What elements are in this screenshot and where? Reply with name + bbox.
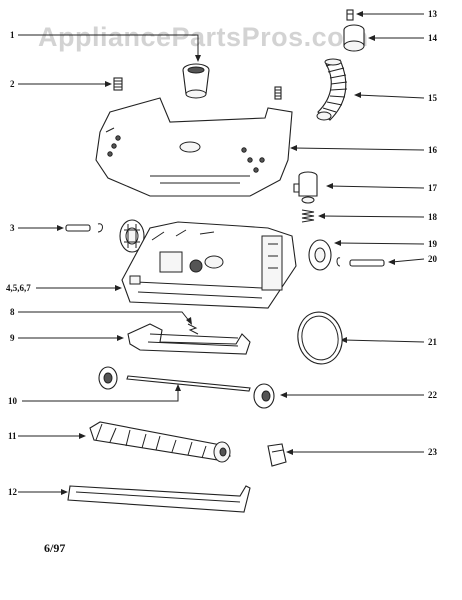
part-9-lever [127, 323, 251, 355]
callout-14: 14 [428, 33, 437, 43]
arrowhead-13 [356, 11, 363, 17]
arrowhead-19 [334, 240, 341, 246]
arrowhead-14 [368, 35, 375, 41]
callout-4567: 4,5,6,7 [6, 283, 31, 293]
arrowhead-15 [354, 92, 361, 98]
arrowhead-10 [175, 384, 181, 391]
callout-11: 11 [8, 431, 17, 441]
callout-21: 21 [428, 337, 437, 347]
arrowhead-11 [79, 433, 86, 439]
part-2-screw [113, 77, 123, 91]
part-20-axle-pin [336, 257, 385, 267]
callout-2: 2 [10, 79, 15, 89]
arrowhead-1 [195, 55, 201, 62]
leader-16 [293, 147, 425, 151]
part-18-spring [301, 209, 315, 223]
part-11-brushroll [89, 421, 231, 463]
arrowhead-18 [318, 213, 325, 219]
part-17-duct-fitting [293, 171, 318, 204]
part-15-hose [316, 58, 348, 121]
leader-lines [18, 11, 425, 495]
part-13-clip [346, 9, 354, 21]
arrowhead-12 [61, 489, 68, 495]
leader-1 [18, 34, 199, 58]
callout-16: 16 [428, 145, 437, 155]
arrowhead-16 [290, 145, 297, 151]
callout-10: 10 [8, 396, 17, 406]
arrowhead-4567 [115, 285, 122, 291]
callout-13: 13 [428, 9, 437, 19]
part-22-bearing [253, 383, 275, 409]
leader-19 [337, 242, 425, 245]
callout-12: 12 [8, 487, 17, 497]
part-3-axle-pin [65, 223, 103, 233]
leader-18 [321, 215, 425, 218]
leader-8 [18, 311, 191, 323]
callout-9: 9 [10, 333, 15, 343]
callout-20: 20 [428, 254, 437, 264]
callout-18: 18 [428, 212, 437, 222]
leader-10 [22, 388, 179, 402]
part-1-nozzle-connector [182, 63, 210, 99]
callout-1: 1 [10, 30, 15, 40]
part-14-hose-cuff [343, 24, 365, 52]
callout-15: 15 [428, 93, 437, 103]
part-8-clip [187, 323, 199, 335]
part-12-bumper [67, 485, 251, 513]
part-23-guard [267, 443, 287, 467]
arrowhead-3 [57, 225, 64, 231]
arrowhead-9 [117, 335, 124, 341]
arrowhead-2 [105, 81, 112, 87]
leader-20 [391, 258, 425, 263]
watermark: AppliancePartsPros.com [38, 22, 369, 52]
bearing-left [98, 366, 118, 390]
part-21-belt [297, 311, 343, 365]
callout-19: 19 [428, 239, 437, 249]
leader-21 [343, 339, 425, 343]
callout-8: 8 [10, 307, 15, 317]
callout-3: 3 [10, 223, 15, 233]
part-4567-base-assembly [121, 221, 297, 309]
callout-23: 23 [428, 447, 437, 457]
arrowhead-20 [388, 259, 395, 265]
leader-15 [357, 94, 425, 99]
rear-wheel-left [119, 219, 145, 253]
callout-17: 17 [428, 183, 437, 193]
arrowhead-23 [286, 449, 293, 455]
part-16-hood [95, 97, 293, 197]
arrowhead-22 [280, 392, 287, 398]
arrowhead-8 [186, 317, 192, 325]
hood-screw [274, 86, 282, 100]
date-code: 6/97 [44, 541, 66, 555]
callout-22: 22 [428, 390, 437, 400]
leader-17 [329, 185, 425, 189]
arrowhead-17 [326, 183, 333, 189]
part-19-wheel-right [308, 239, 332, 271]
arrowhead-21 [340, 337, 347, 343]
part-10-shaft [126, 375, 251, 392]
